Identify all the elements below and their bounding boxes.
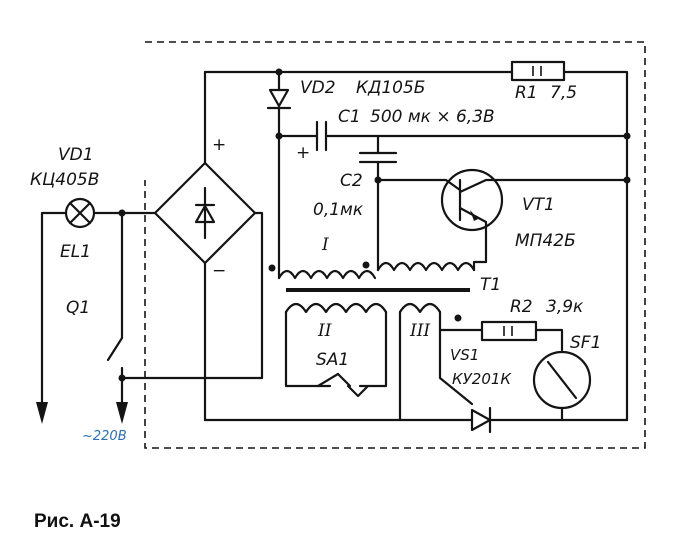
label-vd1: VD1 <box>58 145 94 165</box>
switch-sa1 <box>316 372 370 398</box>
label-plus: + <box>212 135 226 155</box>
label-c2: C2 <box>340 171 363 191</box>
resistor-r1 <box>510 60 566 82</box>
wire-vs1-gate <box>438 328 474 406</box>
label-c1-plus: + <box>296 143 310 163</box>
label-vt1-type: МП42Б <box>515 231 576 251</box>
capacitor-c2 <box>358 134 398 272</box>
label-winding-ii: II <box>317 321 332 341</box>
figure-caption: Рис. А-19 <box>34 511 121 532</box>
label-r2-value: 3,9к <box>546 297 584 317</box>
label-r1: R1 <box>515 83 538 103</box>
label-vs1-type: КУ201К <box>452 370 512 388</box>
wire-r2-sf1 <box>534 328 564 352</box>
diode-vd2 <box>266 70 292 280</box>
diode-bridge-vd1 <box>153 161 257 265</box>
transformer-t1-winding-i <box>277 260 488 280</box>
label-winding-iii: III <box>409 321 430 341</box>
enclosure-border <box>144 41 646 449</box>
sensor-sf1 <box>532 350 592 410</box>
transistor-vt1 <box>438 168 629 264</box>
label-vd2-type: КД105Б <box>356 78 425 98</box>
label-vd2: VD2 <box>300 78 336 98</box>
label-sf1: SF1 <box>570 333 601 353</box>
label-sa1: SA1 <box>316 350 349 370</box>
label-q1: Q1 <box>66 298 90 318</box>
resistor-r2 <box>480 320 538 342</box>
label-winding-i: I <box>321 235 329 255</box>
mains-arrow-right <box>116 402 128 424</box>
wire-bridge-ac <box>253 211 264 380</box>
label-vt1: VT1 <box>522 195 555 215</box>
mains-arrow-left <box>36 402 48 424</box>
label-c1-value: 500 мк × 6,3В <box>370 107 495 127</box>
label-r2: R2 <box>510 297 533 317</box>
transformer-t1-winding-iii <box>398 302 442 422</box>
lamp-el1 <box>64 197 96 229</box>
label-t1: T1 <box>480 275 501 295</box>
wire-top-rail <box>203 70 629 422</box>
transformer-t1-winding-ii <box>284 302 388 388</box>
wire-lamp-to-mains <box>40 211 68 410</box>
label-mains: ~220В <box>82 429 127 444</box>
label-c2-value: 0,1мк <box>313 200 364 220</box>
thyristor-vs1 <box>470 406 492 434</box>
label-c1: C1 <box>338 107 361 127</box>
label-el1: EL1 <box>60 242 91 262</box>
label-r1-value: 7,5 <box>550 83 577 103</box>
label-vd1-type: КЦ405В <box>30 170 99 190</box>
label-vs1: VS1 <box>450 346 479 364</box>
label-minus: − <box>212 261 226 281</box>
